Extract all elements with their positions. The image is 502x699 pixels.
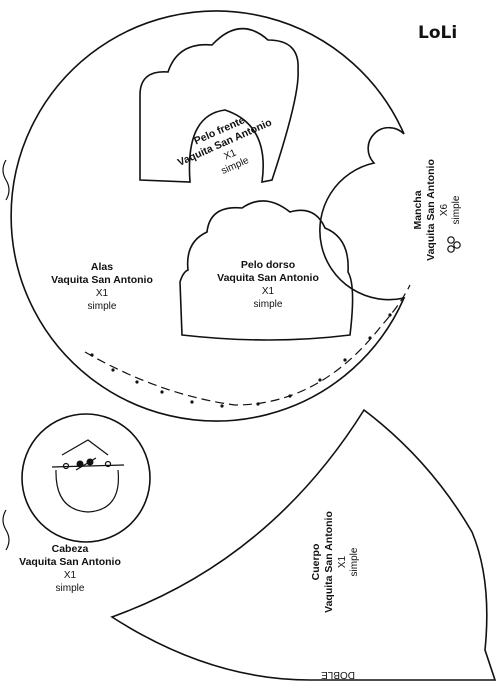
- cabeza-outline: [21, 413, 151, 543]
- pelo-dorso-name: Pelo dorso: [241, 259, 295, 271]
- pelo-dorso-type: simple: [254, 299, 283, 310]
- alas-stitch-dots: [90, 313, 392, 408]
- pelo-dorso-label: Pelo dorso Vaquita San Antonio X1 simple: [217, 259, 319, 310]
- mancha-type: simple: [451, 195, 462, 224]
- pelo-frente-qty: X1: [222, 147, 238, 162]
- alas-name: Alas: [91, 261, 113, 273]
- pelo-dorso-qty: X1: [262, 286, 275, 297]
- alas-stitch-line: [84, 284, 411, 406]
- pelo-frente-label: Pelo frente Vaquita San Antonio X1 simpl…: [176, 114, 274, 177]
- alas-type: simple: [88, 301, 117, 312]
- cuerpo-qty: X1: [337, 555, 348, 568]
- alas-project: Vaquita San Antonio: [51, 274, 153, 286]
- pelo-frente-outline: [139, 27, 299, 184]
- mancha-name: Mancha: [412, 190, 424, 229]
- mancha-project: Vaquita San Antonio: [425, 159, 437, 261]
- pelo-dorso-project: Vaquita San Antonio: [217, 272, 319, 284]
- mancha-qty: X6: [439, 203, 450, 216]
- cuerpo-label: Cuerpo Vaquita San Antonio X1 simple: [310, 511, 360, 613]
- cabeza-qty: X1: [64, 570, 77, 581]
- fold-label: DOBLE: [321, 669, 355, 680]
- mancha-label: Mancha Vaquita San Antonio X6 simple: [412, 159, 462, 261]
- mancha-circles-icon: [447, 236, 461, 253]
- cabeza-name: Cabeza: [52, 543, 89, 555]
- cuerpo-name: Cuerpo: [310, 544, 322, 581]
- logo-text: LoLi: [418, 23, 457, 43]
- cuerpo-project: Vaquita San Antonio: [323, 511, 335, 613]
- fold-label-group: DOBLE: [321, 669, 355, 680]
- alas-label: Alas Vaquita San Antonio X1 simple: [51, 261, 153, 312]
- alas-qty: X1: [96, 288, 109, 299]
- cuerpo-outline: [110, 408, 497, 681]
- cabeza-project: Vaquita San Antonio: [19, 556, 121, 568]
- cabeza-label: Cabeza Vaquita San Antonio X1 simple: [19, 543, 121, 594]
- cabeza-face-marks: [51, 439, 125, 513]
- pelo-dorso-outline: [179, 200, 354, 341]
- cabeza-type: simple: [56, 583, 85, 594]
- cuerpo-type: simple: [349, 547, 360, 576]
- binder-rings: [2, 159, 10, 551]
